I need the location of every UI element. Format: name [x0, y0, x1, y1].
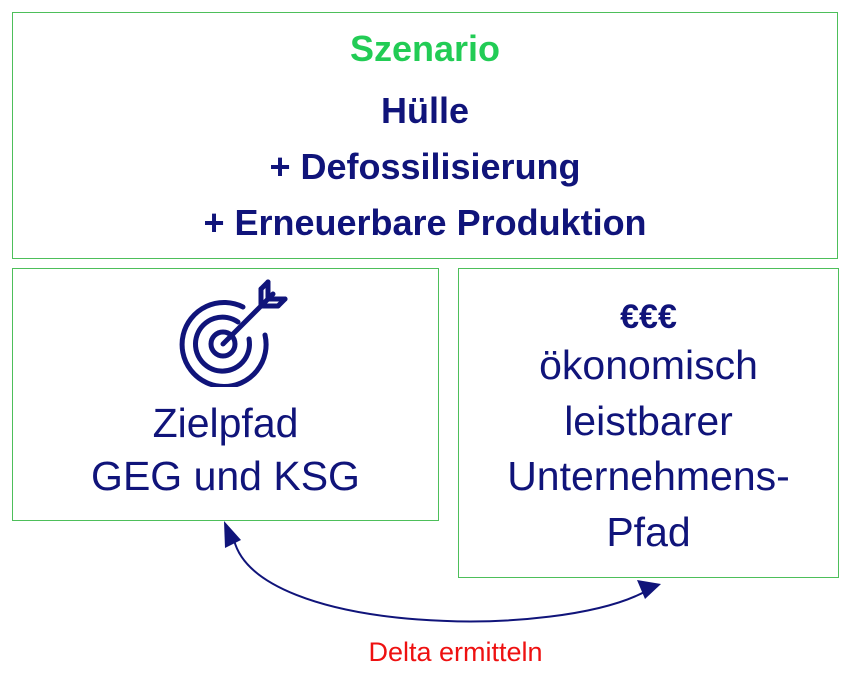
scenario-line-defossilisierung: + Defossilisierung	[269, 146, 581, 187]
scenario-line-erneuerbare: + Erneuerbare Produktion	[203, 202, 647, 243]
euro-symbols: €€€	[620, 298, 677, 336]
scenario-box: Szenario Hülle + Defossilisierung + Erne…	[12, 12, 838, 259]
target-path-subtitle: GEG und KSG	[91, 453, 360, 499]
target-icon	[179, 279, 288, 387]
economic-path-box: €€€ ökonomisch leistbarer Unternehmens- …	[458, 268, 839, 578]
economic-line-1: ökonomisch	[539, 342, 758, 388]
scenario-line-huelle: Hülle	[380, 90, 469, 131]
economic-line-3: Unternehmens-	[507, 453, 790, 499]
economic-line-2: leistbarer	[564, 398, 733, 444]
target-path-title: Zielpfad	[152, 400, 299, 446]
economic-line-4: Pfad	[606, 509, 691, 555]
scenario-title: Szenario	[349, 28, 501, 69]
target-path-box: Zielpfad GEG und KSG	[12, 268, 439, 521]
delta-label: Delta ermitteln	[368, 637, 543, 667]
